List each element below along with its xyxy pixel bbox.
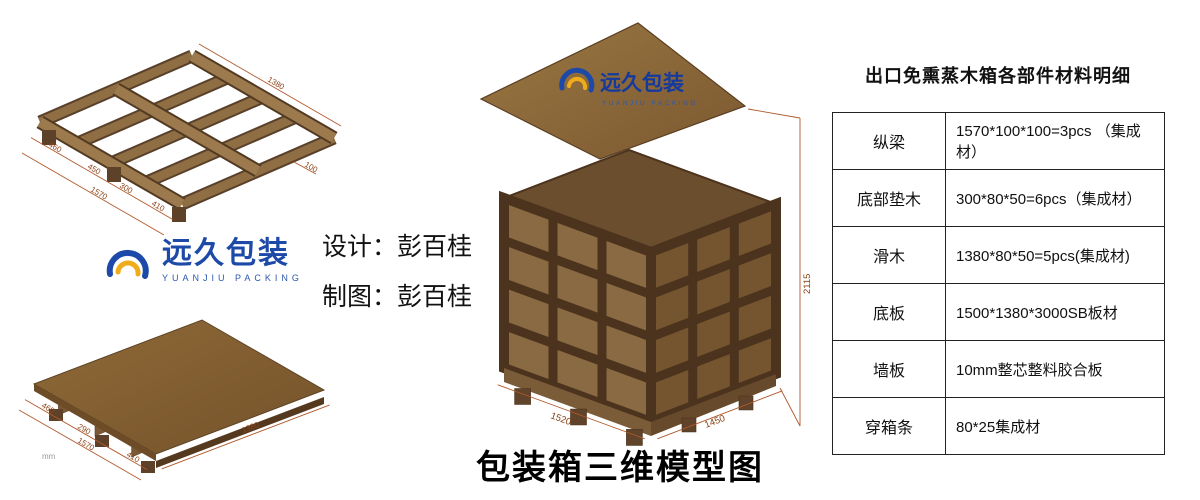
pallet-frame-drawing: 460 450 300 410 1570 1380 100 xyxy=(21,43,342,236)
lid-logo: 远久包装 YUANJIU PACKING xyxy=(559,67,698,107)
pallet-frame-feet xyxy=(42,130,186,222)
spec-cell: 1570*100*100=3pcs （集成材） xyxy=(945,112,1165,170)
lid-logo-swirl-icon xyxy=(559,67,595,93)
table-row: 墙板 10mm整芯整料胶合板 xyxy=(832,340,1165,398)
crate-lid xyxy=(479,22,747,160)
table-row: 底板 1500*1380*3000SB板材 xyxy=(832,283,1165,341)
spec-cell: 300*80*50=6pcs（集成材） xyxy=(945,169,1165,227)
spec-cell: 80*25集成材 xyxy=(945,397,1165,455)
dim-label: 1570 xyxy=(89,185,109,202)
dim-label: 2115 xyxy=(802,274,813,294)
crate-drawing: 远久包装 YUANJIU PACKING 2115 1520 1450 xyxy=(479,22,813,446)
pallet-frame-rails xyxy=(37,51,337,209)
dim-label: 1450 xyxy=(703,413,727,431)
credit-design: 设计：彭百桂 xyxy=(322,233,473,261)
pallet-deck-drawing: 460 290 410 1570 1380 xyxy=(18,319,330,481)
materials-table: 纵梁 1570*100*100=3pcs （集成材） 底部垫木 300*80*5… xyxy=(832,112,1165,455)
part-cell: 底板 xyxy=(832,283,946,341)
lid-logo-swirl-inner-icon xyxy=(567,76,588,90)
spec-cell: 1380*80*50=5pcs(集成材) xyxy=(945,226,1165,284)
unit-note: mm xyxy=(42,452,56,461)
page-title: 包装箱三维模型图 xyxy=(476,449,764,487)
materials-table-title: 出口免熏蒸木箱各部件材料明细 xyxy=(865,66,1131,86)
pallet-deck-dims: 460 290 410 1570 1380 xyxy=(18,399,330,481)
table-row: 滑木 1380*80*50=5pcs(集成材) xyxy=(832,226,1165,284)
dim-label: 290 xyxy=(76,422,93,437)
dim-label: 100 xyxy=(303,160,320,175)
logo-swirl-icon xyxy=(106,249,149,279)
pallet-deck-edge xyxy=(34,384,156,461)
credits-block: 设计：彭百桂 制图：彭百桂 xyxy=(322,222,472,322)
credit-drafting: 制图：彭百桂 xyxy=(322,283,473,311)
spec-cell: 1500*1380*3000SB板材 xyxy=(945,283,1165,341)
dim-label: 1520 xyxy=(549,410,573,428)
part-cell: 纵梁 xyxy=(832,112,946,170)
part-cell: 墙板 xyxy=(832,340,946,398)
spec-cell: 10mm整芯整料胶合板 xyxy=(945,340,1165,398)
part-cell: 穿箱条 xyxy=(832,397,946,455)
lid-logo-name: 远久包装 xyxy=(600,71,684,95)
pallet-deck-top xyxy=(32,319,326,455)
crate-dims: 2115 1520 1450 xyxy=(497,108,813,440)
logo-name: 远久包装 xyxy=(162,237,290,270)
part-cell: 滑木 xyxy=(832,226,946,284)
company-logo: 远久包装 YUANJIU PACKING xyxy=(100,238,303,292)
table-row: 底部垫木 300*80*50=6pcs（集成材） xyxy=(832,169,1165,227)
dim-label: 1380 xyxy=(266,75,286,92)
part-cell: 底部垫木 xyxy=(832,169,946,227)
lid-logo-subtitle: YUANJIU PACKING xyxy=(602,100,698,107)
table-row: 纵梁 1570*100*100=3pcs （集成材） xyxy=(832,112,1165,170)
table-row: 穿箱条 80*25集成材 xyxy=(832,397,1165,455)
logo-subtitle: YUANJIU PACKING xyxy=(162,272,303,283)
